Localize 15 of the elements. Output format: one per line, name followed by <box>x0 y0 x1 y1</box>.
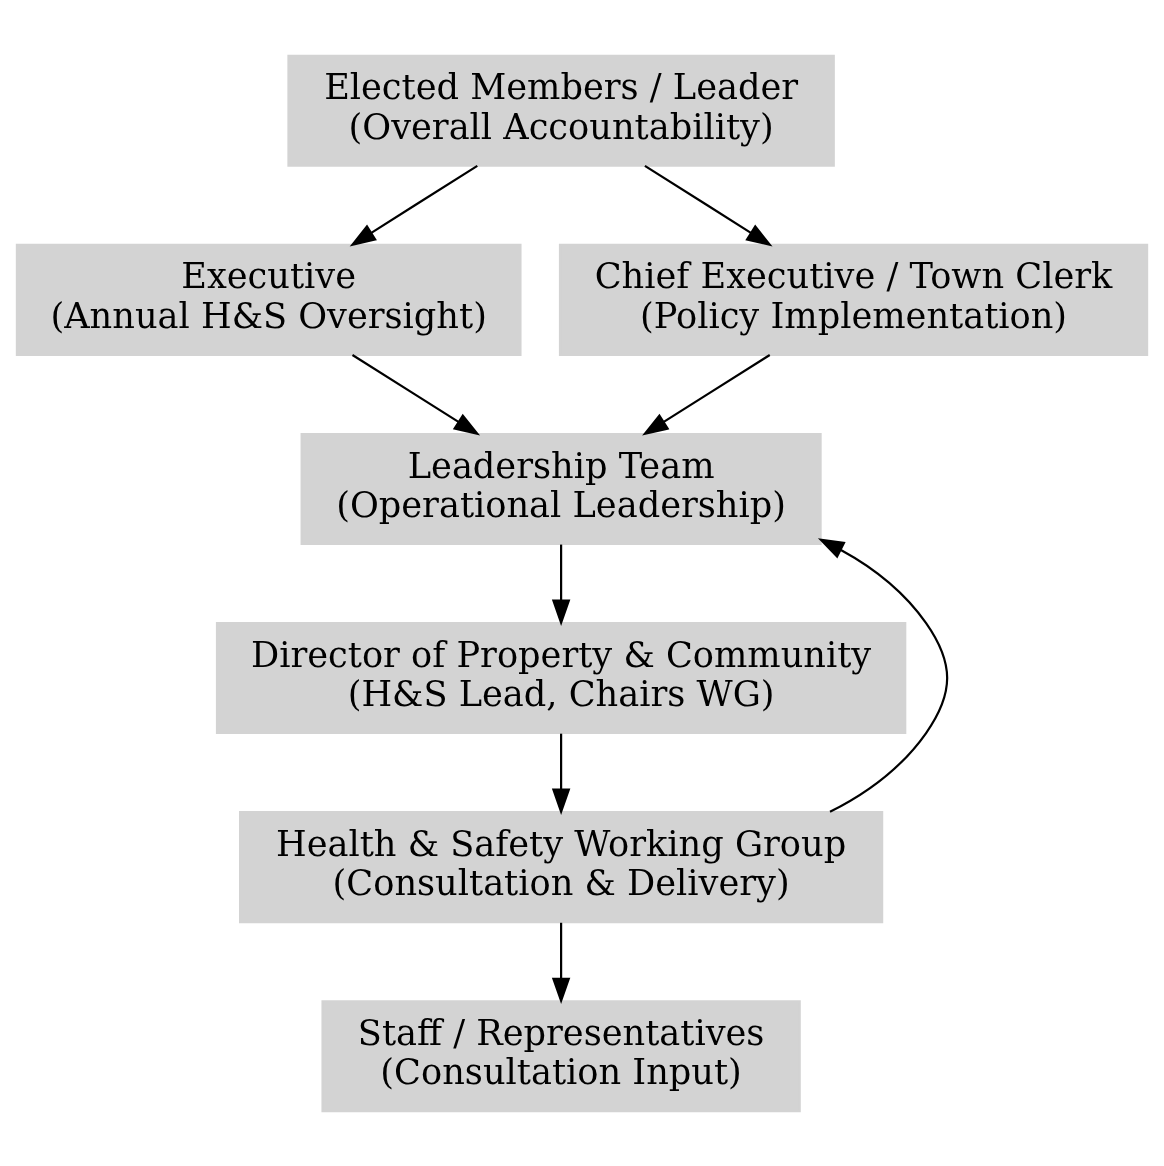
arrow <box>642 353 771 436</box>
node-box: Health & Safety Working Group (Consultation & Delivery) <box>239 810 884 923</box>
node-box: Chief Executive / Town Clerk (Policy Implementation) <box>558 243 1149 356</box>
node-box: Leadership Team (Operational Leadership) <box>300 432 822 545</box>
node-box: Elected Members / Leader (Overall Accountability) <box>287 54 835 167</box>
arrow <box>817 537 949 813</box>
arrow <box>351 353 481 436</box>
node-box: Director of Property & Community (H&S Lead, Chairs WG) <box>215 621 907 734</box>
node-box: Executive (Annual H&S Oversight) <box>15 243 522 356</box>
arrow <box>551 922 571 1004</box>
arrow <box>551 544 571 626</box>
arrow <box>644 164 773 247</box>
node-box: Staff / Representatives (Consultation Input) <box>321 999 801 1112</box>
arrow <box>349 164 478 247</box>
arrow <box>551 733 571 815</box>
